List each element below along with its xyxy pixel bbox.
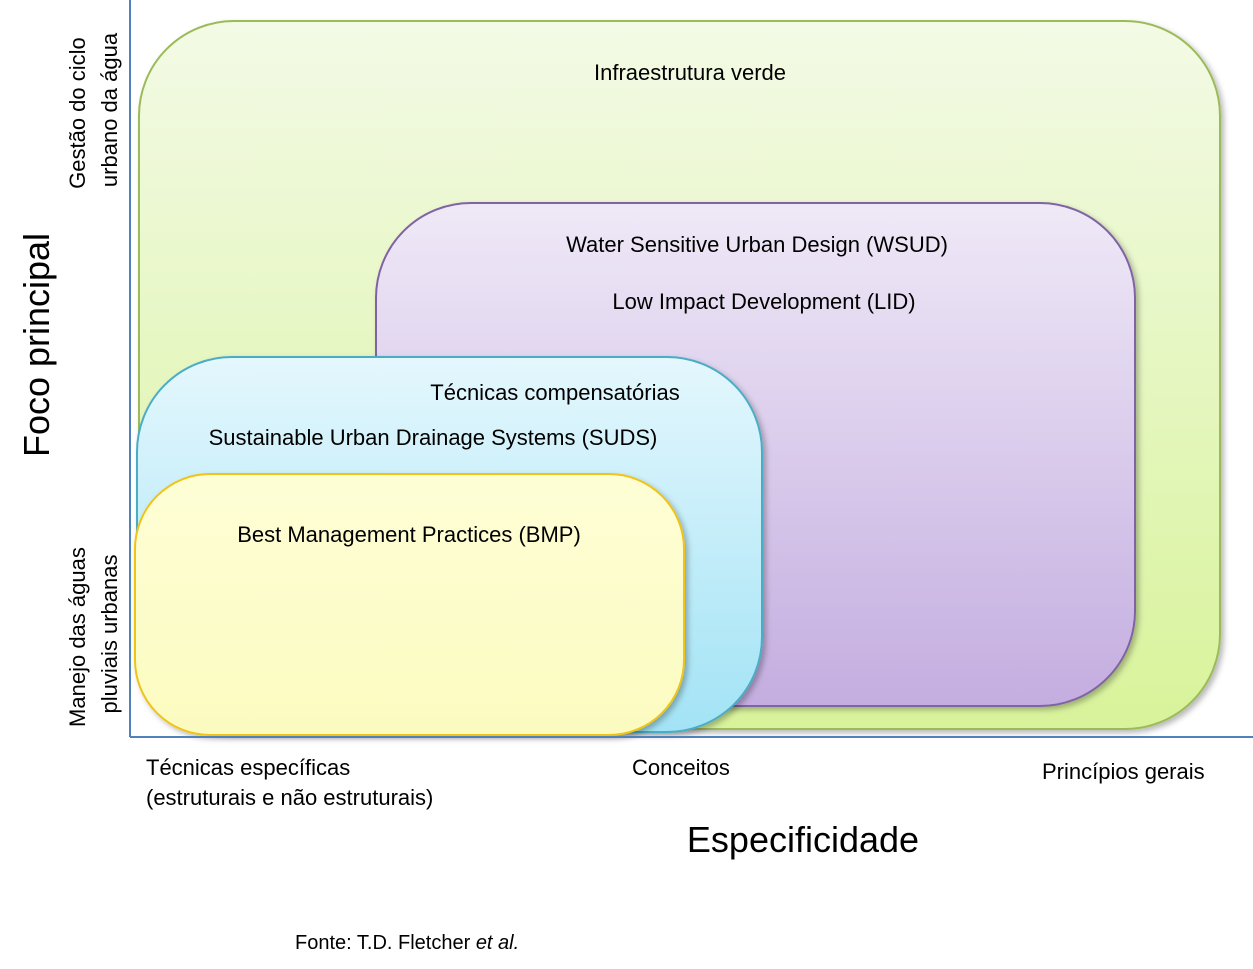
y-axis-bottom-label: Manejo das águas pluviais urbanas (65, 541, 122, 727)
y-axis-title: Foco principal (16, 233, 57, 457)
x-tick-principios-gerais: Princípios gerais (1042, 759, 1205, 784)
green-box-label: Infraestrutura verde (594, 60, 786, 85)
source-prefix: Fonte: T.D. Fletcher (295, 932, 476, 954)
x-tick-conceitos: Conceitos (632, 755, 730, 780)
source-italic: et al. (476, 932, 519, 954)
y-axis-top-label: Gestão do ciclo urbano da água (65, 31, 122, 189)
x-tick-tecnicas-especificas-line-2: (estruturais e não estruturais) (146, 785, 433, 810)
bmp-box: Best Management Practices (BMP) (134, 473, 685, 736)
wsud-label: Water Sensitive Urban Design (WSUD) (566, 232, 948, 257)
y-axis-bottom-label-line-2: pluviais urbanas (97, 555, 122, 714)
x-tick-tecnicas-especificas: Técnicas específicas (estruturais e não … (146, 755, 433, 810)
yellow-box-shape (134, 473, 685, 736)
x-axis-title: Especificidade (687, 819, 919, 860)
source-citation: Fonte: T.D. Fletcher et al. (295, 932, 519, 954)
lid-label: Low Impact Development (LID) (612, 289, 915, 314)
tecnicas-compensatorias-label: Técnicas compensatórias (430, 380, 679, 405)
x-tick-tecnicas-especificas-line-1: Técnicas específicas (146, 755, 350, 780)
y-axis-top-label-line-2: urbano da água (97, 32, 122, 187)
suds-label: Sustainable Urban Drainage Systems (SUDS… (209, 425, 658, 450)
bmp-label: Best Management Practices (BMP) (237, 522, 581, 547)
y-axis-bottom-label-line-1: Manejo das águas (65, 547, 90, 727)
y-axis-top-label-line-1: Gestão do ciclo (65, 37, 90, 189)
